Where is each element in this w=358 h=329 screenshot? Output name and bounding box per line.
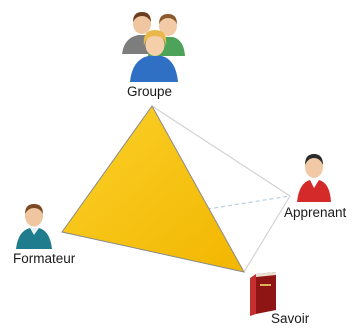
groupe-label: Groupe [127, 84, 173, 99]
edge-apprenant-savoir [243, 195, 291, 273]
formateur-label: Formateur [13, 251, 76, 266]
edge-groupe-apprenant [151, 105, 291, 197]
learner-person-icon [297, 154, 331, 202]
apprenant-label: Apprenant [284, 205, 347, 220]
front-face-groupe-formateur-savoir [61, 105, 245, 273]
savoir-label: Savoir [271, 311, 310, 326]
trainer-person-icon [16, 204, 52, 249]
knowledge-book-icon [250, 272, 276, 316]
group-people-icon [122, 12, 185, 82]
